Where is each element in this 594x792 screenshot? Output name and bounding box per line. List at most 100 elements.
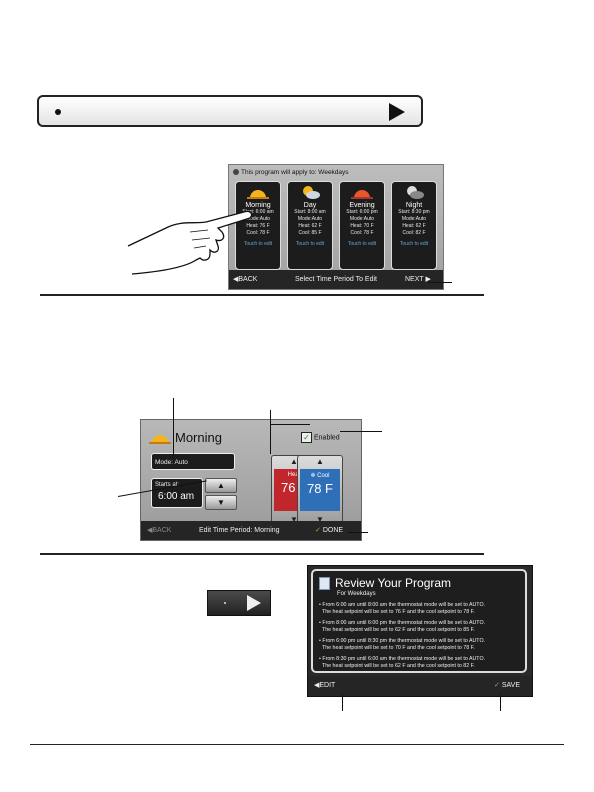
period-heat: Heat: 62 F bbox=[298, 223, 322, 229]
play-arrow-icon[interactable] bbox=[389, 103, 405, 121]
starts-label: Starts at: bbox=[155, 482, 180, 488]
sunrise-icon bbox=[247, 190, 269, 199]
period-cool: Cool: 78 F bbox=[246, 230, 270, 236]
time-down-button[interactable]: ▼ bbox=[205, 495, 237, 510]
heat-down-button[interactable]: ▼ bbox=[290, 515, 298, 524]
review-subtitle: For Weekdays bbox=[337, 591, 376, 597]
section-divider-2 bbox=[40, 553, 484, 555]
period-card-evening[interactable]: Evening Start: 6:00 pm Mode:Auto Heat: 7… bbox=[339, 181, 385, 270]
period-cool: Cool: 85 F bbox=[298, 230, 322, 236]
edit-time-period-screen: Morning Mode: Auto Starts at: 6:00 am ▲ … bbox=[140, 419, 362, 541]
back-label: BACK bbox=[152, 527, 172, 534]
cool-down-button[interactable]: ▼ bbox=[316, 515, 324, 524]
cool-value: 78 F bbox=[306, 481, 333, 496]
next-label: NEXT bbox=[405, 276, 424, 283]
review-item-line1: From 8:00 am until 6:00 pm the thermosta… bbox=[322, 620, 486, 626]
period-title: Morning bbox=[175, 430, 222, 445]
cool-display: ❄ Cool 78 F bbox=[300, 469, 340, 511]
touch-to-edit: Touch to edit bbox=[347, 241, 377, 247]
edit-label: EDIT bbox=[319, 682, 336, 689]
heat-up-button[interactable]: ▲ bbox=[290, 457, 298, 466]
back-label: BACK bbox=[238, 276, 258, 283]
done-label: DONE bbox=[322, 527, 344, 534]
period-mode: Mode:Auto bbox=[245, 216, 271, 222]
cool-up-button[interactable]: ▲ bbox=[316, 457, 324, 466]
section-divider-1 bbox=[40, 294, 484, 296]
select-time-period-screen: This program will apply to: Weekdays Mor… bbox=[228, 164, 444, 290]
period-name: Evening bbox=[349, 202, 375, 209]
check-icon: ✓ bbox=[494, 682, 500, 689]
back-button[interactable]: ◀BACK bbox=[233, 276, 258, 283]
review-item-line1: From 6:00 am until 8:00 am the thermosta… bbox=[322, 602, 486, 608]
mode-callout-line bbox=[173, 398, 174, 456]
bottom-nav-bar: ◀BACK Select Time Period To Edit NEXT ▶ bbox=[229, 270, 443, 289]
review-title: Review Your Program bbox=[335, 576, 452, 590]
touch-to-edit: Touch to edit bbox=[295, 241, 325, 247]
period-heat: Heat: 76 F bbox=[246, 223, 270, 229]
period-mode: Mode:Auto bbox=[297, 216, 323, 222]
edit-button[interactable]: ◀EDIT bbox=[314, 682, 336, 689]
snowflake-icon: ❄ bbox=[310, 473, 316, 479]
time-up-button[interactable]: ▲ bbox=[205, 478, 237, 493]
enabled-callout-line bbox=[340, 431, 382, 432]
period-card-night[interactable]: Night Start: 8:30 pm Mode:Auto Heat: 62 … bbox=[391, 181, 437, 270]
period-cool: Cool: 78 F bbox=[350, 230, 374, 236]
checkmark-icon: ✓ bbox=[301, 432, 312, 443]
setpoint-callout-line bbox=[270, 410, 271, 454]
back-button[interactable]: ◀BACK bbox=[147, 527, 172, 534]
nav-title: Select Time Period To Edit bbox=[295, 276, 377, 283]
period-mode: Mode:Auto bbox=[401, 216, 427, 222]
period-start: Start: 6:00 am bbox=[242, 209, 274, 215]
done-callout-line bbox=[348, 532, 368, 533]
period-start: Start: 8:30 pm bbox=[398, 209, 430, 215]
period-cool: Cool: 82 F bbox=[402, 230, 426, 236]
review-item-line1: From 6:00 pm until 8:30 pm the thermosta… bbox=[322, 638, 486, 644]
document-icon bbox=[319, 577, 330, 590]
period-heat: Heat: 62 F bbox=[402, 223, 426, 229]
review-item: • From 6:00 am until 8:00 am the thermos… bbox=[319, 602, 486, 615]
mode-selector[interactable]: Mode: Auto bbox=[151, 453, 235, 470]
footer-divider bbox=[30, 744, 564, 745]
bottom-nav-bar: ◀EDIT ✓ SAVE bbox=[308, 676, 532, 696]
period-name: Day bbox=[303, 202, 317, 209]
review-item-line2: The heat setpoint will be set to 76 F an… bbox=[321, 609, 475, 615]
setpoint-callout-horizontal bbox=[270, 424, 310, 425]
edit-callout-line bbox=[342, 695, 343, 711]
apply-to-header: This program will apply to: Weekdays bbox=[231, 167, 441, 179]
cool-label-row: ❄ Cool bbox=[300, 472, 340, 479]
info-icon bbox=[233, 169, 239, 176]
review-panel: Review Your Program For Weekdays • From … bbox=[311, 569, 527, 673]
cool-setpoint: ▲ ❄ Cool 78 F ▼ bbox=[297, 455, 343, 527]
next-button[interactable]: NEXT ▶ bbox=[405, 276, 431, 283]
enabled-label: Enabled bbox=[314, 434, 340, 442]
starts-value: 6:00 am bbox=[158, 491, 195, 502]
start-time-field[interactable]: Starts at: 6:00 am bbox=[151, 478, 203, 508]
check-icon: ✓ bbox=[315, 527, 321, 534]
review-item-line2: The heat setpoint will be set to 70 F an… bbox=[321, 645, 475, 651]
done-button[interactable]: ✓ DONE bbox=[315, 521, 343, 540]
moon-cloud-icon bbox=[407, 186, 424, 199]
touch-to-edit: Touch to edit bbox=[399, 241, 429, 247]
review-item: • From 8:00 am until 6:00 pm the thermos… bbox=[319, 620, 486, 633]
period-start: Start: 8:00 am bbox=[294, 209, 326, 215]
period-card-morning[interactable]: Morning Start: 6:00 am Mode:Auto Heat: 7… bbox=[235, 181, 281, 270]
review-item: • From 6:00 pm until 8:30 pm the thermos… bbox=[319, 638, 486, 651]
period-heat: Heat: 70 F bbox=[350, 223, 374, 229]
period-name: Morning bbox=[245, 202, 271, 209]
review-item: • From 8:30 pm until 6:00 am the thermos… bbox=[319, 656, 486, 669]
review-item-line2: The heat setpoint will be set to 62 F an… bbox=[321, 663, 475, 669]
period-mode: Mode:Auto bbox=[349, 216, 375, 222]
review-item-line2: The heat setpoint will be set to 62 F an… bbox=[321, 627, 475, 633]
enabled-checkbox[interactable]: ✓Enabled bbox=[301, 432, 340, 443]
pointing-hand-icon bbox=[127, 210, 253, 275]
sunrise-icon bbox=[149, 435, 171, 444]
period-name: Night bbox=[405, 202, 423, 209]
program-slider-bar[interactable] bbox=[37, 95, 423, 127]
period-card-day[interactable]: Day Start: 8:00 am Mode:Auto Heat: 62 F … bbox=[287, 181, 333, 270]
heat-label: Heat bbox=[287, 472, 301, 478]
sunset-icon bbox=[351, 190, 373, 199]
play-button[interactable] bbox=[207, 590, 271, 616]
next-callout-line bbox=[428, 282, 452, 283]
nav-title: Edit Time Period: Morning bbox=[199, 527, 280, 534]
save-button[interactable]: ✓ SAVE bbox=[494, 676, 520, 696]
